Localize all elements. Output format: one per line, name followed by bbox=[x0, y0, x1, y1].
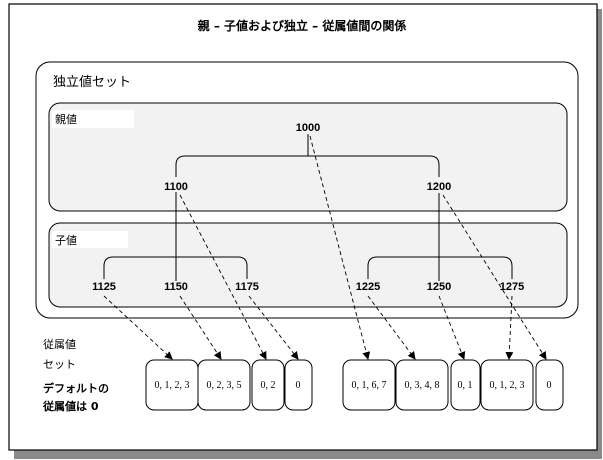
dependent-cell-1250 bbox=[395, 359, 449, 411]
dependent-cell-1175-text: 0, 2 bbox=[261, 380, 276, 391]
dependent-cell-parent-text: 0, 1, 2, 3 bbox=[490, 380, 525, 391]
parent-values-label: 親値 bbox=[55, 113, 77, 126]
default-dependent-label-line2: 従属値は 0 bbox=[42, 399, 99, 413]
dependent-cell-default-1 bbox=[284, 359, 313, 411]
dependent-cell-1175 bbox=[251, 359, 285, 411]
dependent-cell-default-2 bbox=[535, 359, 564, 411]
arrow-1150 bbox=[179, 295, 222, 360]
dependent-cells-left: 0, 1, 2, 3 0, 2, 3, 5 0, 2 0 bbox=[145, 359, 313, 411]
child-values-box bbox=[48, 222, 568, 308]
dependent-cell-1150-text: 0, 2, 3, 5 bbox=[207, 380, 242, 391]
arrow-1200-default bbox=[442, 194, 547, 360]
arrow-1175 bbox=[248, 295, 299, 360]
dependent-set-label-line2: セット bbox=[43, 358, 76, 371]
dependent-cell-1125-text: 0, 1, 2, 3 bbox=[155, 380, 190, 391]
dependent-cell-default-2-text: 0 bbox=[547, 380, 552, 391]
arrow-1275 bbox=[505, 295, 514, 360]
arrow-1000-default bbox=[309, 135, 371, 360]
parent-label-bg bbox=[52, 110, 134, 128]
dependent-cell-1225 bbox=[342, 359, 396, 411]
dependency-arrows bbox=[103, 135, 547, 360]
arrow-1250 bbox=[438, 295, 466, 360]
hierarchy-lines bbox=[103, 134, 513, 281]
parent-values-box bbox=[48, 102, 568, 212]
child-values-label: 子値 bbox=[55, 234, 77, 247]
dependent-cell-1250-text: 0, 3, 4, 8 bbox=[405, 380, 440, 391]
node-1175: 1175 bbox=[235, 281, 259, 293]
dependent-cell-1275-text: 0, 1 bbox=[458, 380, 473, 391]
node-1000: 1000 bbox=[296, 122, 320, 134]
node-1275: 1275 bbox=[500, 281, 524, 293]
dependent-set-label-line1: 従属値 bbox=[43, 338, 76, 351]
dependent-cells-right: 0, 1, 6, 7 0, 3, 4, 8 0, 1 0, 1, 2, 3 0 bbox=[342, 359, 564, 411]
node-1100: 1100 bbox=[164, 181, 188, 193]
node-1250: 1250 bbox=[427, 281, 451, 293]
dependent-cell-1150 bbox=[197, 359, 251, 411]
dependent-cell-1275 bbox=[450, 359, 481, 411]
arrow-1125 bbox=[103, 295, 173, 360]
dependent-cell-1225-text: 0, 1, 6, 7 bbox=[352, 380, 387, 391]
arrow-1100-default bbox=[179, 194, 267, 360]
diagram-title: 親 – 子値および独立 – 従属値間の関係 bbox=[198, 18, 407, 33]
node-1225: 1225 bbox=[356, 281, 380, 293]
independent-set-label: 独立値セット bbox=[53, 74, 131, 90]
default-dependent-label-line1: デフォルトの bbox=[43, 381, 109, 395]
child-label-bg bbox=[52, 231, 128, 248]
node-1125: 1125 bbox=[92, 281, 116, 293]
node-1200: 1200 bbox=[427, 181, 451, 193]
dependent-cell-default-1-text: 0 bbox=[296, 380, 301, 391]
arrow-1225 bbox=[367, 295, 416, 360]
node-1150: 1150 bbox=[164, 281, 188, 293]
dependent-cell-parent bbox=[480, 359, 534, 411]
